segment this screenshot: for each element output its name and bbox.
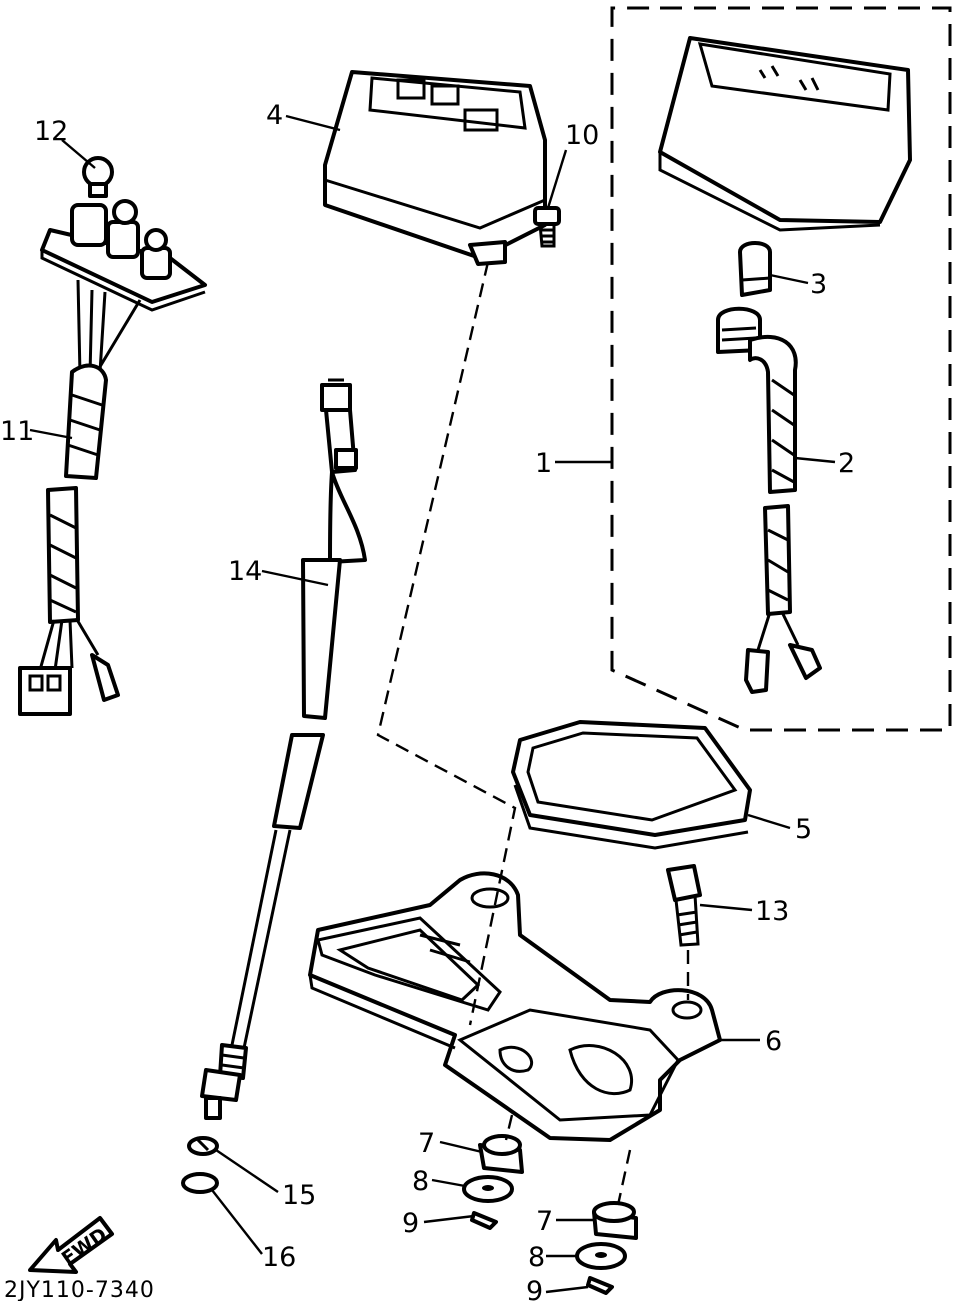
callout-15: 15 [282,1180,316,1211]
o-ring [181,1172,219,1194]
callout-9: 9 [402,1208,419,1239]
callout-10: 10 [565,120,599,151]
socket-cord [716,306,822,694]
bulb-socket-cord [18,199,207,716]
bolt [666,864,702,947]
diagram-code: 2JY110-7340 [4,1278,155,1301]
callout-9: 9 [526,1276,543,1301]
centerline [616,1149,632,1206]
grommet [478,1134,524,1174]
callout-5: 5 [795,814,812,845]
assembly-boundary [610,6,952,732]
meter-assembly-case [658,36,912,232]
callout-7: 7 [536,1206,553,1237]
forward-direction-arrow: FWD [28,1216,114,1274]
callout-7: 7 [418,1128,435,1159]
speedometer-cable [200,378,367,1120]
meter-bulb [738,241,772,297]
callout-11: 11 [0,416,34,447]
washer [575,1242,627,1270]
centerline [504,1114,514,1141]
meter-bracket [308,871,722,1142]
nut [470,1211,498,1230]
nut [586,1276,614,1295]
callout-3: 3 [810,269,827,300]
centerline [376,261,517,1026]
callout-4: 4 [266,100,283,131]
callout-12: 12 [34,116,68,147]
callout-16: 16 [262,1242,296,1273]
washer [462,1175,514,1203]
callout-1: 1 [535,448,552,479]
screw [533,206,561,248]
callout-8: 8 [528,1242,545,1273]
callout-6: 6 [765,1026,782,1057]
spring-washer [187,1136,219,1156]
callout-14: 14 [228,556,262,587]
callout-13: 13 [755,896,789,927]
meter-case [323,70,547,266]
callout-2: 2 [838,448,855,479]
grommet [592,1201,638,1240]
meter-damper [511,720,752,850]
callout-8: 8 [412,1166,429,1197]
leader-lines [29,114,836,1294]
